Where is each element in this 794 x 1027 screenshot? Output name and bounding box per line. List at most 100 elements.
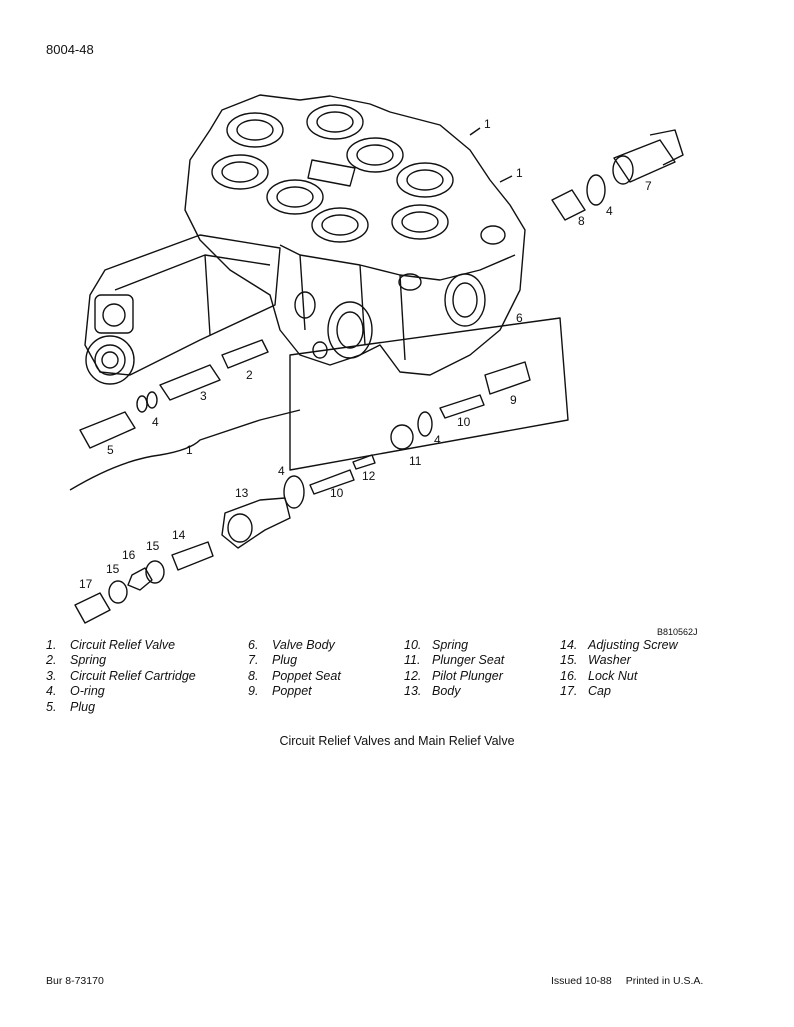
callout-label: 13 [235, 486, 249, 500]
legend-item: 15. Washer [560, 653, 678, 668]
legend-label: Washer [588, 653, 631, 668]
callout-label: 4 [606, 204, 613, 218]
o-ring-4-upper [586, 174, 606, 206]
callout-label: 4 [278, 464, 285, 478]
callout-label: 8 [578, 214, 585, 228]
document-number: Bur 8-73170 [46, 975, 104, 987]
footer-issue-info: Issued 10-88 Printed in U.S.A. [551, 975, 717, 987]
valve-body-drawing [84, 94, 526, 385]
legend-label: Poppet [272, 684, 312, 699]
legend-item: 5. Plug [46, 700, 196, 715]
legend-label: O-ring [70, 684, 105, 699]
callout-label: 2 [246, 368, 253, 382]
legend-number: 3. [46, 668, 57, 683]
washer-15-lower [108, 580, 128, 604]
figure-code: B810562J [657, 627, 698, 637]
legend-item: 8. Poppet Seat [248, 669, 341, 684]
pilot-plunger-12 [352, 454, 376, 470]
legend-number: 9. [248, 684, 259, 699]
callout-label: 14 [172, 528, 186, 542]
legend-number: 6. [248, 638, 259, 652]
callout-label: 1 [516, 166, 523, 180]
legend-item: 10. Spring [404, 638, 504, 653]
legend-item: 7.Plug [248, 653, 341, 668]
cap-17 [74, 592, 111, 624]
legend-item: 6. Valve Body [248, 638, 341, 653]
callout-label: 12 [362, 469, 376, 483]
legend-column: 6. Valve Body 7.Plug 8. Poppet Seat 9. Popp… [248, 638, 341, 700]
plunger-seat-11 [390, 424, 414, 450]
o-ring-4-lower [283, 475, 305, 509]
callout-boundary [289, 317, 569, 471]
callout-label: 9 [510, 393, 517, 407]
legend-label: Valve Body [272, 638, 335, 652]
adjusting-screw-14 [171, 541, 214, 571]
legend-item: 16.Lock Nut [560, 669, 678, 684]
legend-label: Pilot Plunger [432, 668, 503, 683]
legend-item: 14. Adjusting Screw [560, 638, 678, 653]
legend-label: Poppet Seat [272, 668, 341, 683]
callout-label: 15 [146, 539, 160, 553]
callout-label: 15 [106, 562, 120, 576]
legend-number: 12. [404, 668, 422, 683]
legend-label: Circuit Relief Valve [70, 638, 176, 652]
break-line [69, 409, 301, 491]
legend-column: 1. Circuit Relief Valve 2. Spring 3. Circui… [46, 638, 196, 715]
legend-number: 11. [404, 653, 421, 668]
o-ring-4-right [417, 411, 433, 437]
figure-caption: Circuit Relief Valves and Main Relief Va… [279, 734, 515, 748]
callout-labels: 1 1 7 8 4 6 2 3 4 5 1 9 10 4 11 4 12 10 … [79, 117, 652, 591]
legend-number: 14. [560, 638, 578, 652]
body-13 [221, 497, 291, 549]
legend-number: 2. [46, 653, 57, 668]
legend-item: 2. Spring [46, 653, 196, 668]
callout-label: 5 [107, 443, 114, 457]
callout-label: 6 [516, 311, 523, 325]
legend-item: 13. Body [404, 684, 504, 699]
plug-5 [79, 411, 136, 449]
legend-item: 12. Pilot Plunger [404, 669, 504, 684]
issued-date: Issued 10-88 [551, 975, 612, 987]
legend-label: Adjusting Screw [588, 638, 678, 652]
callout-label: 1 [186, 443, 193, 457]
washer-15-upper [145, 560, 165, 584]
legend-label: Body [432, 684, 461, 699]
legend-label: Spring [70, 653, 107, 668]
legend-item: 4. O-ring [46, 684, 196, 699]
spring-2 [221, 339, 269, 369]
callout-label: 11 [409, 454, 422, 468]
legend-number: 17. [560, 684, 578, 699]
callout-label: 7 [645, 179, 652, 193]
cartridge-3 [159, 364, 221, 401]
callout-label: 4 [152, 415, 159, 429]
lock-nut-16 [127, 567, 153, 591]
legend-column: 10. Spring 11.Plunger Seat 12. Pilot Plung… [404, 638, 504, 700]
legend-number: 1. [46, 638, 57, 652]
poppet-9 [484, 361, 531, 395]
callout-label: 17 [79, 577, 93, 591]
legend-number: 7. [248, 653, 259, 668]
callout-label: 3 [200, 389, 207, 403]
legend-number: 13. [404, 684, 422, 699]
legend-column: 14. Adjusting Screw 15. Washer 16.Lock Nut… [560, 638, 678, 700]
legend-label: Plug [70, 699, 96, 714]
legend-item: 9. Poppet [248, 684, 341, 699]
callout-label: 10 [330, 486, 344, 500]
legend-number: 10. [404, 638, 422, 652]
legend-number: 16. [560, 668, 578, 683]
callout-label: 1 [484, 117, 491, 131]
page-id: 8004-48 [46, 42, 94, 57]
legend-number: 15. [560, 653, 578, 668]
exploded-view-illustration: 1 1 7 8 4 6 2 3 4 5 1 9 10 4 11 4 12 10 … [69, 94, 684, 624]
callout-label: 16 [122, 548, 136, 562]
spring-10-upper [439, 394, 485, 419]
legend-item: 17.Cap [560, 684, 678, 699]
legend-number: 4. [46, 684, 57, 699]
printed-location: Printed in U.S.A. [625, 975, 704, 987]
legend-number: 8. [248, 668, 259, 683]
legend-item: 1. Circuit Relief Valve [46, 638, 196, 653]
legend-number: 5. [46, 699, 57, 714]
legend-label: Spring [432, 638, 469, 652]
legend-item: 11.Plunger Seat [404, 653, 504, 668]
spring-10-lower [309, 469, 355, 495]
